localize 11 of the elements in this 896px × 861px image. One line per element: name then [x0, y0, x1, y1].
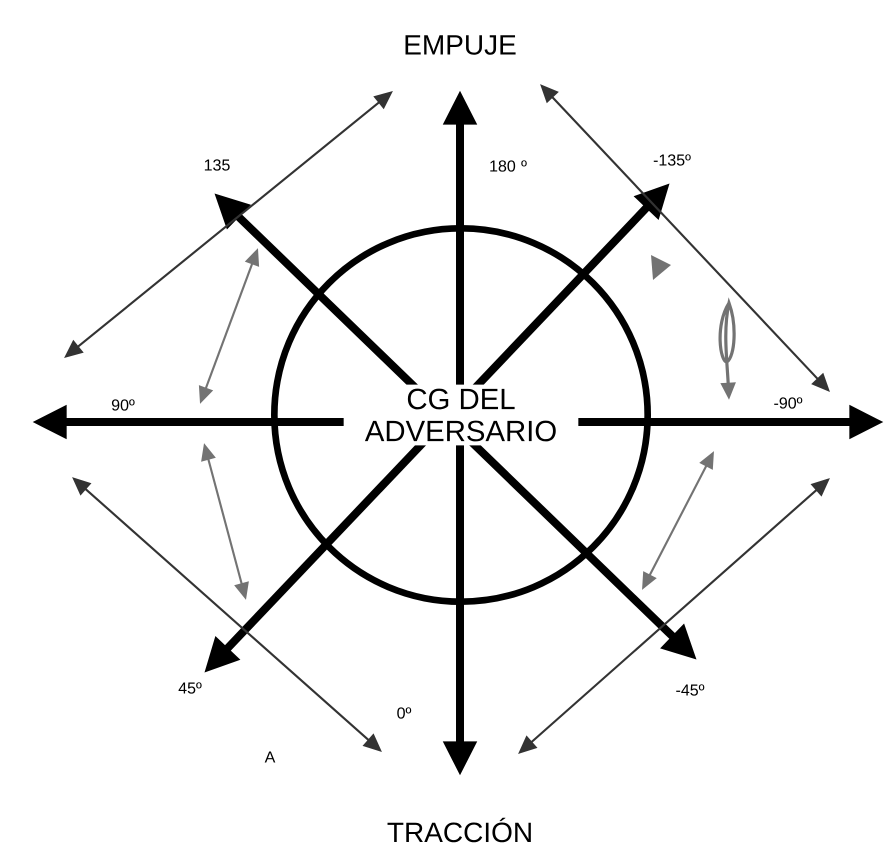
angle-label: 180 º — [490, 160, 527, 172]
heading-label: EMPUJE — [406, 35, 516, 55]
heading-label: TRACCIÓN — [388, 818, 531, 842]
angle-label: 0º — [397, 707, 412, 719]
point-label: A — [264, 752, 276, 763]
angle-label: -45º — [676, 684, 704, 696]
angle-label: 135 — [204, 159, 230, 171]
angle-label: 90º — [112, 399, 135, 411]
angle-label: -90º — [774, 397, 802, 409]
angle-label: -135º — [654, 154, 691, 166]
angle-label: 45º — [178, 682, 202, 694]
